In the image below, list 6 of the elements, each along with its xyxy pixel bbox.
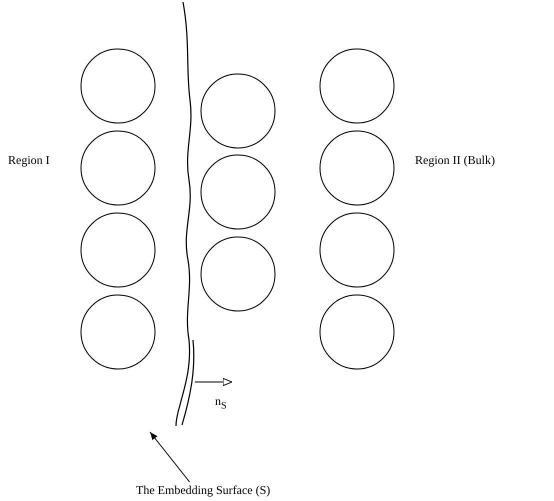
normal-vector-label: n$_{S}$: [215, 394, 227, 414]
leader-arrow: [150, 432, 190, 482]
region-label: Region I: [8, 153, 50, 167]
surface-curve: [175, 2, 194, 426]
surface-label: The Embedding Surface (S): [136, 483, 270, 497]
region-label: Region II (Bulk): [415, 153, 495, 167]
